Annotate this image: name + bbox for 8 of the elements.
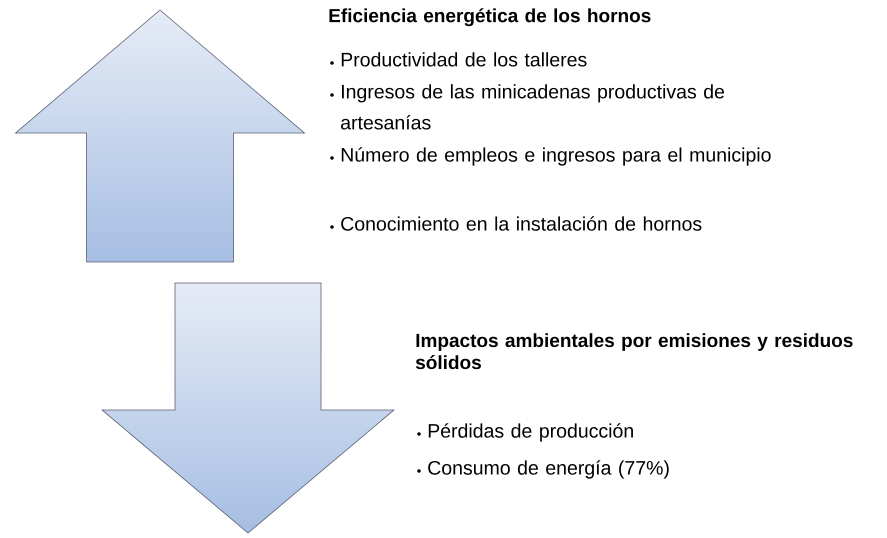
heading: Impactos ambientales por emisiones y residuos sólidos [416, 333, 853, 370]
bullet-text: Conocimiento en la instalación de hornos [341, 216, 702, 231]
bullet-text: Consumo de energía (77%) [428, 460, 669, 479]
bullet-text: Productividad de los talleres [342, 52, 587, 67]
heading: Eficiencia energética de los hornos [329, 8, 651, 26]
bullet-text: Ingresos de las minicadenas productivas de artesanías [341, 84, 724, 130]
bullet-text: Número de empleos e ingresos para el municipio [342, 147, 771, 166]
bullet-text: Pérdidas de producción [428, 423, 633, 442]
